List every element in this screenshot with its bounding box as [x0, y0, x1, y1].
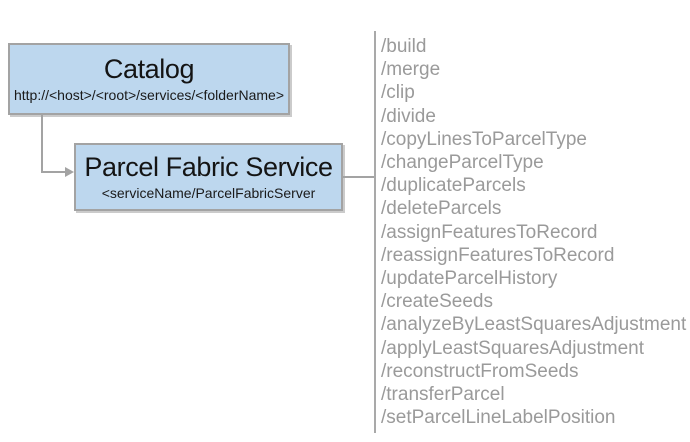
operation-item: /createSeeds — [381, 291, 493, 313]
operation-item: /duplicateParcels — [381, 175, 526, 197]
connector-catalog-horizontal — [41, 171, 67, 173]
operation-item: /divide — [381, 105, 436, 127]
parcel-fabric-service-box: Parcel Fabric Service <serviceName/Parce… — [74, 143, 343, 211]
service-url-pattern: <serviceName/ParcelFabricServer — [101, 184, 316, 201]
operation-item: /transferParcel — [381, 384, 505, 406]
operations-list: /build/merge/clip/divide/copyLinesToParc… — [381, 35, 686, 429]
operation-item: /merge — [381, 59, 441, 81]
operations-separator-line — [374, 31, 376, 433]
connector-catalog-vertical — [41, 115, 43, 173]
operation-item: /applyLeastSquaresAdjustment — [381, 337, 644, 359]
operation-item: /clip — [381, 82, 415, 104]
operation-item: /reconstructFromSeeds — [381, 360, 579, 382]
catalog-box: Catalog http://<host>/<root>/services/<f… — [8, 43, 290, 115]
operation-item: /setParcelLineLabelPosition — [381, 407, 616, 429]
operation-item: /deleteParcels — [381, 198, 502, 220]
operation-item: /copyLinesToParcelType — [381, 128, 587, 150]
operation-item: /analyzeByLeastSquaresAdjustment — [381, 314, 687, 336]
service-title: Parcel Fabric Service — [84, 152, 333, 183]
operation-item: /reassignFeaturesToRecord — [381, 244, 615, 266]
connector-service-to-operations — [343, 176, 374, 178]
operation-item: /changeParcelType — [381, 152, 544, 174]
catalog-title: Catalog — [103, 54, 195, 85]
arrowhead-icon — [65, 167, 74, 177]
catalog-url-pattern: http://<host>/<root>/services/<folderNam… — [13, 86, 285, 103]
operation-item: /assignFeaturesToRecord — [381, 221, 598, 243]
operation-item: /build — [381, 36, 427, 57]
operation-item: /updateParcelHistory — [381, 268, 558, 290]
